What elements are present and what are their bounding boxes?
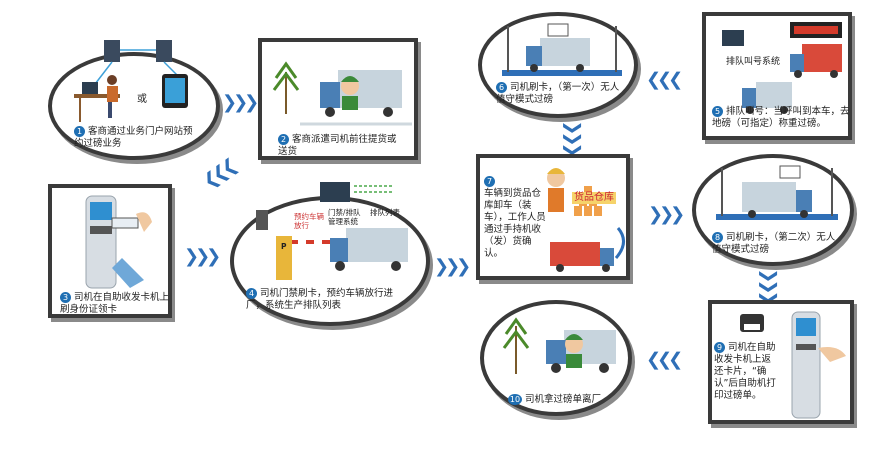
step-3-text: 司机在自助收发卡机上刷身份证领卡: [60, 292, 170, 315]
arrow-4-right: ❯❯❯: [434, 256, 471, 277]
arrow-6-down: ❯❯❯: [562, 120, 584, 154]
step-7-illustration: [547, 168, 625, 272]
step-7-badge: 7: [484, 176, 495, 187]
gate-p-sign: P: [281, 242, 287, 251]
step-6-illustration: [502, 23, 622, 76]
arrow-7-right: ❯❯❯: [648, 204, 685, 225]
step-10-text: 司机拿过磅单离厂: [525, 394, 602, 405]
step-7-panel: 货品仓库: [476, 154, 630, 280]
step-9-illustration: [740, 311, 846, 419]
step-10-panel: [480, 300, 632, 416]
step-1-panel: 或: [48, 40, 220, 160]
warehouse-label: 货品仓库: [572, 192, 616, 204]
step-1-illustration: [74, 40, 188, 122]
step-8-badge: 8: [712, 232, 723, 243]
step-1-badge: 1: [74, 126, 85, 137]
reserved-release-label: 预约车辆放行: [294, 212, 324, 230]
step-5-text: 排队叫号：当呼叫到本车，去地磅（可指定）称重过磅。: [712, 106, 850, 129]
step-10-badge: 10: [508, 394, 522, 405]
step-9-badge: 9: [714, 342, 725, 353]
step-3-panel: [48, 184, 172, 318]
queue-system-label: 排队叫号系统: [726, 57, 781, 67]
queue-list-label: 排队列表: [370, 208, 400, 217]
step-6-text: 司机刷卡，（第一次）无人值守模式过磅: [496, 82, 620, 105]
step-7-text: 车辆到货品仓库卸车（装车），工作人员通过手持机收（发）货确认。: [484, 188, 546, 259]
step-5-illustration: [722, 22, 842, 114]
step-5-panel: 排队叫号系统: [702, 12, 852, 140]
step-1-text: 客商通过业务门户网站预约过磅业务: [74, 126, 193, 149]
step-6-panel: [478, 12, 638, 118]
or-label: 或: [137, 94, 147, 105]
step-10-illustration: [502, 317, 616, 374]
step-3-illustration: [85, 195, 152, 289]
arrow-3-right: ❯❯❯: [184, 246, 221, 267]
gate-system-label: 门禁/排队管理系统: [328, 208, 361, 226]
arrow-5-left: ❯❯❯: [650, 71, 684, 92]
step-4-illustration: [256, 182, 408, 280]
step-8-panel: [692, 154, 854, 266]
step-4-panel: 预约车辆放行 门禁/排队管理系统 排队列表 P: [230, 182, 430, 326]
step-9-text: 司机在自助收发卡机上返还卡片，“确认”后自助机打印过磅单。: [714, 342, 776, 401]
step-6-badge: 6: [496, 82, 507, 93]
step-3-badge: 3: [60, 292, 71, 303]
step-2-illustration: [272, 61, 412, 126]
arrow-8-down: ❯❯❯: [758, 268, 780, 302]
step-4-text: 司机门禁刷卡，预约车辆放行进厂，系统生产排队列表: [246, 288, 394, 311]
arrow-1-right: ❯❯❯: [222, 92, 259, 113]
step-2-badge: 2: [278, 134, 289, 145]
step-5-badge: 5: [712, 106, 723, 117]
step-2-text: 客商派遣司机前往提货或送货: [278, 134, 397, 157]
arrow-9-left: ❯❯❯: [650, 351, 684, 372]
step-9-panel: [708, 300, 854, 424]
step-8-illustration: [716, 165, 838, 220]
step-8-text: 司机刷卡，（第二次）无人值守模式过磅: [712, 232, 836, 255]
step-4-badge: 4: [246, 288, 257, 299]
